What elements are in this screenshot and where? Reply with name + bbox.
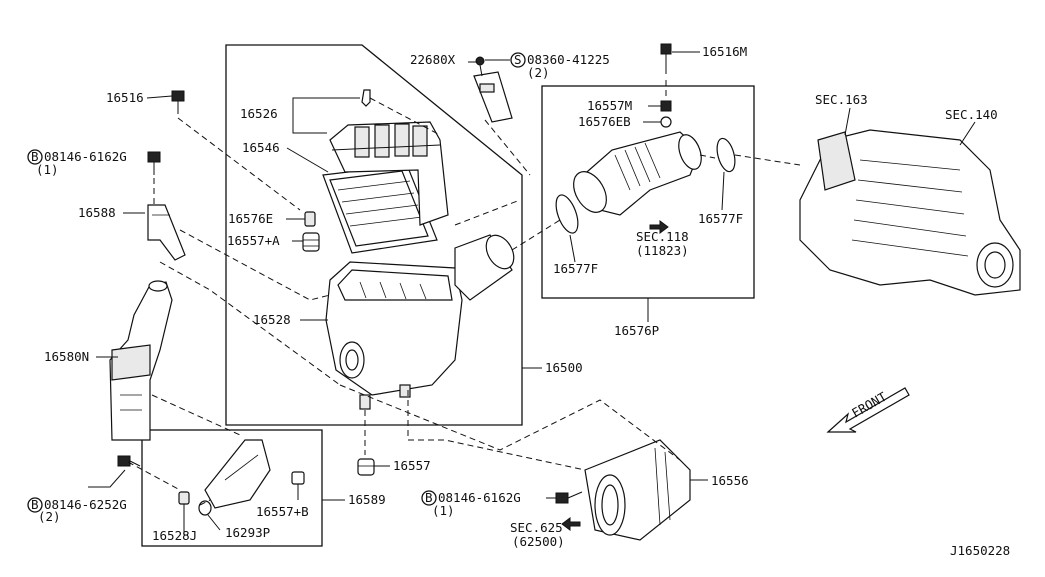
label-16546: 16546 [242, 140, 280, 155]
label-08146a: 08146-6162G [44, 149, 127, 164]
arrow-sec625 [561, 517, 581, 531]
label-08146c: 08146-6162G [438, 490, 521, 505]
clamp-16577f-right [716, 137, 736, 173]
symbol-circle-b-1 [27, 149, 43, 165]
symbol-circle-b-2 [27, 497, 43, 513]
symbol-b-text-1: B [31, 149, 39, 164]
label-22680x: 22680X [410, 52, 456, 67]
sensor-22680x [473, 71, 513, 123]
bolt-16516m [660, 43, 672, 74]
air-duct-16576p [573, 131, 702, 216]
grommet-16557m [660, 100, 672, 112]
label-16526: 16526 [240, 106, 278, 121]
air-filter-16546 [322, 164, 438, 254]
mount-16557b [291, 471, 305, 485]
clamp-16577f-left [555, 194, 579, 234]
bolt-08146-a [147, 151, 161, 175]
intake-snout [454, 234, 515, 301]
label-08146b-qty: (2) [38, 509, 61, 524]
label-08360: 08360-41225 [527, 52, 610, 67]
bolt-08146-b [117, 455, 141, 467]
label-16580n: 16580N [44, 349, 89, 364]
label-16588: 16588 [78, 205, 116, 220]
solid-leaders [88, 51, 976, 536]
label-16293p: 16293P [225, 525, 270, 540]
upper-cover-16526 [329, 121, 449, 226]
grommet-16576e [304, 211, 316, 227]
front-arrow-icon [826, 387, 910, 433]
bolt-08146-c [555, 491, 583, 504]
label-sec118: SEC.118 [636, 229, 689, 244]
intake-manifold [799, 129, 1021, 296]
dashed-leaders [127, 80, 801, 506]
bolt-16516 [171, 90, 185, 114]
label-16500: 16500 [545, 360, 583, 375]
label-16528j: 16528J [152, 528, 197, 543]
grommet-16576eb [660, 116, 672, 128]
label-16516m: 16516M [702, 44, 747, 59]
label-16577f-left: 16577F [553, 261, 598, 276]
label-16577f-right: 16577F [698, 211, 743, 226]
label-16576e: 16576E [228, 211, 273, 226]
symbol-b-text-3: B [425, 490, 433, 505]
screw-08360 [475, 56, 485, 77]
symbol-circle-b-3 [421, 490, 437, 506]
label-sec118-ref: (11823) [636, 243, 689, 258]
bracket-16589 [204, 439, 271, 509]
label-sec163: SEC.163 [815, 92, 868, 107]
label-08146c-qty: (1) [432, 503, 455, 518]
diagram-id: J1650228 [950, 543, 1010, 558]
label-16528: 16528 [253, 312, 291, 327]
label-16589: 16589 [348, 492, 386, 507]
lower-case-16528 [325, 261, 463, 410]
label-16557m: 16557M [587, 98, 632, 113]
bracket-16588 [147, 204, 186, 261]
label-sec625-ref: (62500) [512, 534, 565, 549]
label-16576p: 16576P [614, 323, 659, 338]
label-16557: 16557 [393, 458, 431, 473]
collar-16293p [198, 500, 212, 516]
label-16557a: 16557+A [227, 233, 280, 248]
mount-16557 [357, 458, 375, 476]
label-08146a-qty: (1) [36, 162, 59, 177]
label-16516: 16516 [106, 90, 144, 105]
label-08146b: 08146-6252G [44, 497, 127, 512]
label-16557b: 16557+B [256, 504, 309, 519]
symbol-circle-s [510, 52, 526, 68]
label-16556: 16556 [711, 473, 749, 488]
label-sec625: SEC.625 [510, 520, 563, 535]
assembly-box-16500 [225, 44, 523, 426]
duct-16556 [584, 439, 691, 541]
arrow-sec118 [649, 220, 669, 234]
symbol-s-text: S [514, 52, 522, 67]
grommet-16528j [178, 491, 190, 505]
duct-16580n [109, 280, 173, 441]
assembly-box-16589 [141, 429, 323, 547]
label-sec140: SEC.140 [945, 107, 998, 122]
label-16576eb: 16576EB [578, 114, 631, 129]
breather-pipe [361, 89, 371, 107]
mount-16557a [302, 232, 320, 252]
symbol-b-text-2: B [31, 497, 39, 512]
label-08360-qty: (2) [527, 65, 550, 80]
